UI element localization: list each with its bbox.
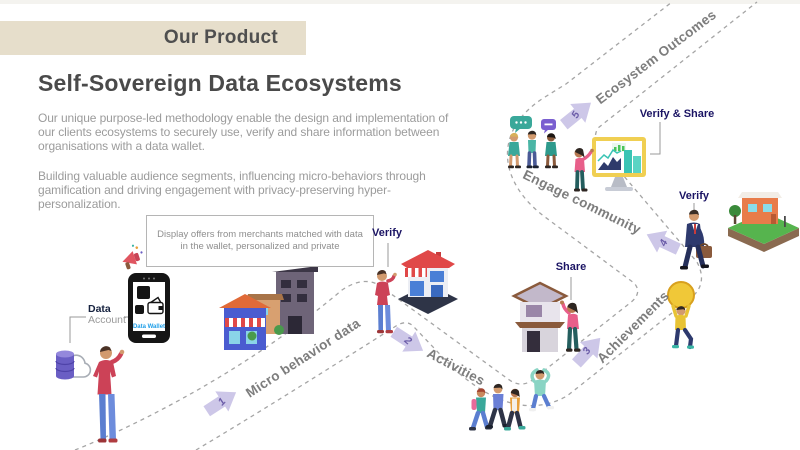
share-person [560,300,581,352]
cloud-database-icon [55,350,92,380]
analytics-monitor [592,137,646,191]
data-account-label: Data Account [88,304,126,326]
shop-awning-2 [405,268,427,277]
shop-awning [225,318,265,327]
data-wallet-label: Data Wallet [133,324,165,330]
data-wallet-phone: Data Wallet [128,273,170,343]
data-account-line2: Account [88,314,126,326]
share-building-illustration [511,281,569,352]
intro-paragraph-2: Building valuable audience segments, inf… [38,169,426,212]
stretching-person [529,368,554,412]
wallet-icon [147,296,164,315]
verify-shop-illustration [398,250,458,314]
section-banner: Our Product [0,21,306,55]
walking-people [469,383,526,431]
section-banner-label: Our Product [163,27,278,48]
coin-lifting-person [667,281,695,350]
verify-person [375,270,397,334]
verify-tag-2: Verify [679,190,709,202]
house-illustration [728,192,799,252]
person-standing-left [93,346,125,443]
verify-tag-1: Verify [372,227,402,239]
callout-box: Display offers from merchants matched wi… [146,215,374,267]
data-account-line1: Data [88,303,111,315]
megaphone-icon [122,244,143,270]
page-title: Self-Sovereign Data Ecosystems [38,70,402,96]
share-tag: Share [555,261,587,273]
chat-bubble-icon [510,116,532,133]
monitor-person [574,148,594,192]
verify-share-tag: Verify & Share [639,108,715,120]
top-edge-strip [0,0,800,4]
businessman-illustration [680,209,712,270]
callout-text: Display offers from merchants matched wi… [157,229,363,252]
database-icon [55,350,75,380]
chat-bubble-icon-2 [541,119,556,134]
intro-paragraph-1: Our unique purpose-led methodology enabl… [38,111,449,154]
community-group [508,116,558,169]
shops-illustration [219,266,318,350]
